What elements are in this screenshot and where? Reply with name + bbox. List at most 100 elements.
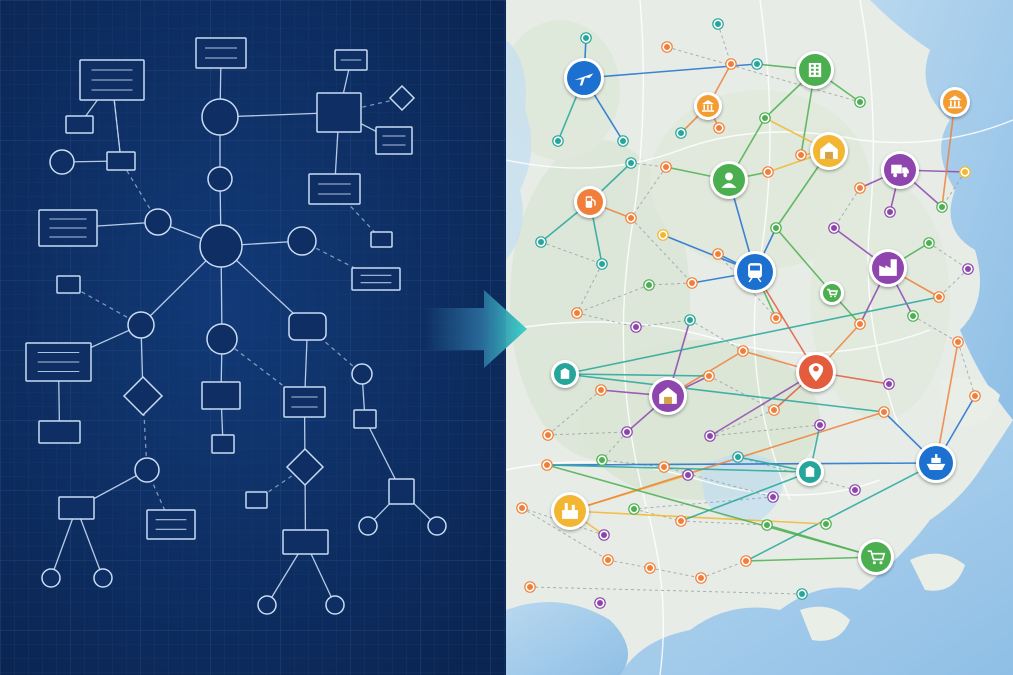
route-line [775,227,833,294]
map-waypoint-node [759,112,771,124]
minor-route [521,507,609,561]
blueprint-decision-diamond [122,375,164,417]
minor-route [576,312,637,328]
minor-route [912,315,959,343]
route-line [564,373,710,377]
map-waypoint-node [907,310,919,322]
map-waypoint-node [854,182,866,194]
airplane-icon [574,73,594,86]
network-hubs [551,51,970,575]
minor-route [689,319,744,352]
map-hub-truck [881,151,919,189]
map-waypoint-node [923,237,935,249]
blueprint-box-node [56,275,81,294]
warehouse-icon [820,142,838,159]
map-waypoint-node [596,454,608,466]
map-waypoint-node [658,461,670,473]
map-waypoint-node [962,263,974,275]
minor-route [680,520,768,526]
map-waypoint-node [959,166,971,178]
blueprint-box-node [65,115,94,134]
map-waypoint-node [770,222,782,234]
map-waypoint-node [713,122,725,134]
minor-route [928,242,969,270]
map-waypoint-node [686,277,698,289]
blueprint-circle-node [427,516,447,536]
route-line [745,556,877,562]
truck-icon [891,164,909,178]
office-building-icon [808,62,822,78]
minor-route [941,171,966,208]
minor-route [663,466,774,498]
blueprint-circle-node [199,224,243,268]
blueprint-box-node [245,491,268,509]
shopping-cart-icon [827,288,839,298]
blueprint-circle-node [358,516,378,536]
map-waypoint-node [541,459,553,471]
plant-icon [562,503,578,519]
map-waypoint-node [695,572,707,584]
blueprint-box-node [106,151,136,171]
map-waypoint-node [524,581,536,593]
map-hub-silo [551,360,579,388]
map-hub-office [796,51,834,89]
dashed-connector [301,240,377,280]
map-waypoint-node [712,18,724,30]
map-water [506,0,1013,675]
blueprint-circle-node [207,166,233,192]
map-hub-train [734,251,776,293]
blueprint-circle-node [134,457,160,483]
route-line [680,471,811,522]
minor-route [601,459,665,468]
map-waypoint-node [878,406,890,418]
map-hub-museum [694,92,722,120]
dashed-connector [221,338,305,403]
blueprint-box-node [351,267,401,291]
map-waypoint-node [516,502,528,514]
map-waypoint-node [796,588,808,600]
route-line [569,411,885,512]
map-waypoint-node [643,279,655,291]
map-waypoint-node [795,149,807,161]
blueprint-decision-diamond [285,447,325,487]
map-waypoint-node [596,258,608,270]
route-line [564,373,885,413]
map-hub-warehouse2 [649,377,687,415]
map-waypoint-node [761,519,773,531]
map-waypoint-node [828,222,840,234]
train-icon [748,263,762,283]
map-waypoint-node [737,345,749,357]
blueprint-box-node [308,173,361,205]
map-waypoint-node [675,127,687,139]
shopping-cart-icon [867,550,886,565]
blueprint-box-node [38,420,81,444]
route-line [546,464,811,473]
minor-route [576,284,650,314]
map-waypoint-node [580,32,592,44]
blueprint-box-node [316,92,362,133]
route-line [935,341,959,464]
blueprint-circle-node [206,323,238,355]
map-waypoint-node [884,206,896,218]
map-waypoint-node [598,529,610,541]
map-hub-warehouse [810,132,848,170]
blueprint-box-node [25,342,92,382]
map-hub-airport [564,58,604,98]
blueprint-circle-node [325,595,345,615]
route-line [569,510,827,525]
minor-route [700,560,747,579]
map-waypoint-node [617,135,629,147]
map-hub-cart2 [820,281,844,305]
map-waypoint-node [854,96,866,108]
map-waypoint-node [660,161,672,173]
map-waypoint-node [661,41,673,53]
blueprint-box-node [58,496,95,520]
map-waypoint-node [703,370,715,382]
blueprint-box-node [38,209,98,247]
storage-icon [805,465,815,477]
map-waypoint-node [936,201,948,213]
map-waypoint-node [602,554,614,566]
museum-icon [701,99,715,112]
map-hub-ship [916,443,956,483]
